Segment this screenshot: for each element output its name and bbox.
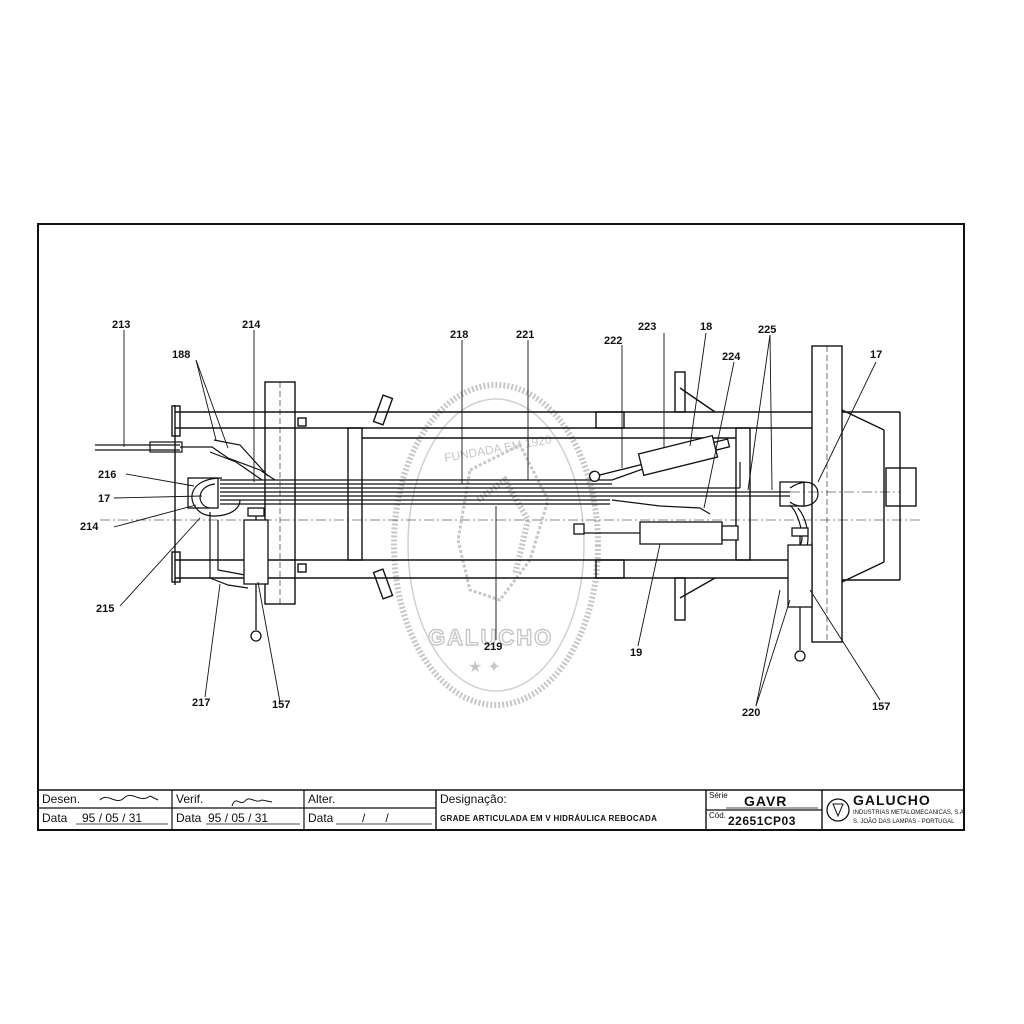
- cod-value: 22651CP03: [728, 814, 796, 828]
- lower-cylinder: [639, 521, 723, 545]
- callout-224: 224: [722, 351, 741, 363]
- galucho-logo-icon: [826, 798, 850, 822]
- callout-213: 213: [112, 319, 130, 331]
- company-line-1: INDUSTRIAS METALOMECANICAS, S.A.: [853, 810, 966, 816]
- drawing-frame: [37, 223, 965, 831]
- callout-218: 218: [450, 329, 468, 341]
- date-2-mm: 05: [231, 811, 245, 825]
- data-label-1: Data: [42, 811, 68, 825]
- hydraulic-cylinders: [187, 434, 813, 662]
- company-name: GALUCHO: [853, 792, 931, 808]
- callout-221: 221: [516, 329, 534, 341]
- company-line-2: S. JOÃO DAS LAMPAS - PORTUGAL: [853, 819, 955, 825]
- upper-cylinder: [588, 434, 731, 482]
- machine-frame: [171, 345, 917, 643]
- date-1-yy: 95: [82, 811, 96, 825]
- callout-225: 225: [758, 324, 776, 336]
- callout-157-left: 157: [272, 699, 290, 711]
- title-block-grid: [38, 790, 850, 830]
- callout-217: 217: [192, 697, 210, 709]
- hydraulic-hoses: [95, 439, 819, 589]
- callout-17-right: 17: [870, 349, 882, 361]
- leader-lines: [113, 330, 881, 707]
- centre-lines: [100, 491, 920, 521]
- data-label-2: Data: [176, 811, 202, 825]
- stamp-name: GALUCHO: [428, 625, 553, 650]
- serie-label: Série: [709, 791, 728, 800]
- desen-signature: [99, 794, 159, 802]
- alter-label: Alter.: [308, 792, 336, 806]
- serie-value: GAVR: [744, 793, 788, 809]
- date-2: 95 / 05 / 31: [208, 811, 269, 825]
- callout-214-left: 214: [80, 521, 99, 533]
- desen-label: Desen.: [42, 792, 81, 806]
- callout-223: 223: [638, 321, 656, 333]
- callout-157-right: 157: [872, 701, 890, 713]
- verif-signature: [231, 798, 273, 807]
- data-label-3: Data: [308, 811, 334, 825]
- date-2-dd: 31: [254, 811, 269, 825]
- callout-220: 220: [742, 707, 760, 719]
- callout-19: 19: [630, 647, 642, 659]
- stamp-top-text: FUNDADA EM 1920: [443, 432, 553, 465]
- callout-219: 219: [484, 641, 502, 653]
- callout-214-top: 214: [242, 319, 261, 331]
- callout-18: 18: [700, 321, 712, 333]
- callout-17-left: 17: [98, 493, 110, 505]
- cod-label: Cód.: [709, 811, 726, 820]
- date-1-dd: 31: [128, 811, 143, 825]
- stamp-star-icon: ★ ✦: [468, 657, 501, 676]
- date-1-mm: 05: [105, 811, 119, 825]
- left-vertical-cylinder: [243, 519, 269, 585]
- designation-text: GRADE ARTICULADA EM V HIDRÁULICA REBOCAD…: [440, 814, 658, 823]
- verif-label: Verif.: [176, 792, 204, 806]
- date-3-separators: / /: [362, 811, 389, 825]
- callout-215: 215: [96, 603, 114, 615]
- designacao-label: Designação:: [440, 792, 507, 806]
- callout-188: 188: [172, 349, 190, 361]
- callout-222: 222: [604, 335, 622, 347]
- date-1: 95 / 05 / 31: [82, 811, 143, 825]
- date-2-yy: 95: [208, 811, 222, 825]
- callout-216: 216: [98, 469, 116, 481]
- right-vertical-cylinder: [787, 544, 813, 608]
